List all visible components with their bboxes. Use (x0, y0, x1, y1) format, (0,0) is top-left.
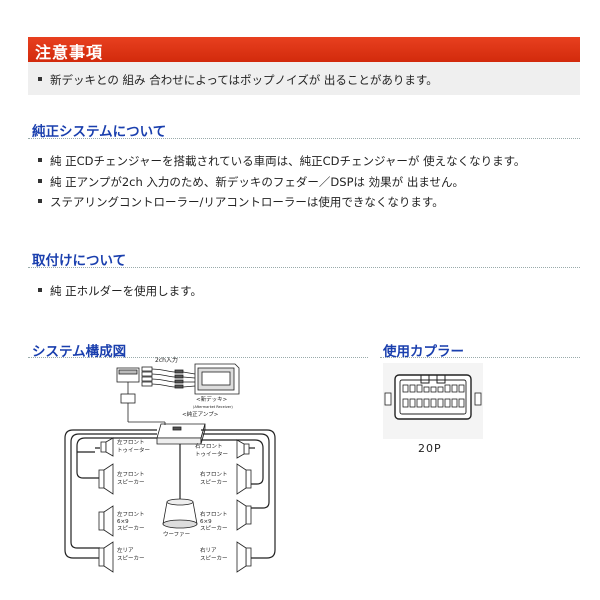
bullet-icon (38, 198, 42, 203)
list-item: ステアリングコントローラー/リアコントローラーは使用できなくなります。 (38, 194, 444, 210)
left-rear-speaker-icon (98, 541, 114, 573)
lf-tweeter-label-2: トゥイーター (117, 446, 150, 454)
bullet-icon (38, 157, 42, 162)
rr-speaker-label-1: 右リア (200, 546, 217, 554)
left-6x9-speaker-icon (98, 505, 114, 537)
genuine-system-item-text: 純 正CDチェンジャーを搭載されている車両は、純正CDチェンジャーが 使えなくな… (50, 154, 526, 168)
installation-title: 取付けについて (32, 253, 127, 269)
list-item: 純 正アンプが2ch 入力のため、新デッキのフェダー／DSPは 効果が 出ません… (38, 174, 464, 190)
bullet-icon (38, 287, 42, 292)
r-6x9-label-3: スピーカー (200, 525, 228, 532)
rf-speaker-label-2: スピーカー (200, 479, 228, 486)
l-6x9-label-1: 左フロント (117, 510, 145, 518)
woofer-icon (162, 498, 198, 529)
lr-speaker-label-2: スピーカー (117, 555, 145, 562)
right-6x9-speaker-icon (236, 499, 252, 531)
caution-title: 注意事項 (35, 43, 104, 62)
genuine-system-item-text: ステアリングコントローラー/リアコントローラーは使用できなくなります。 (50, 195, 444, 209)
genuine-system-item-text: 純 正アンプが2ch 入力のため、新デッキのフェダー／DSPは 効果が 出ません… (50, 175, 464, 189)
system-wiring-diagram: 2ch入力 <新デッキ> (Aftermarket Receiver) <純正ア… (64, 356, 276, 573)
section-divider (28, 357, 368, 358)
list-item: 新デッキとの 組み 合わせによってはポップノイズが 出ることがあります。 (38, 72, 438, 88)
bullet-icon (38, 178, 42, 183)
input-label: 2ch入力 (155, 356, 178, 364)
right-front-speaker-icon (236, 463, 252, 495)
genuine-system-title: 純正システムについて (32, 124, 167, 140)
rf-tweeter-label-1: 右フロント (195, 442, 223, 450)
woofer-label: ウーファー (163, 530, 190, 538)
left-front-speaker-icon (98, 463, 114, 495)
rr-speaker-label-2: スピーカー (200, 555, 228, 562)
system-diagram-title: システム構成図 (32, 344, 127, 360)
lr-speaker-label-1: 左リア (117, 546, 134, 554)
r-6x9-label-2: 6×9 (200, 519, 212, 525)
l-6x9-label-3: スピーカー (117, 525, 145, 532)
rf-tweeter-label-2: トゥイーター (195, 450, 228, 458)
rca-harness-icon (116, 366, 184, 414)
left-front-tweeter-icon (100, 437, 114, 457)
section-divider (380, 357, 580, 358)
list-item: 純 正ホルダーを使用します。 (38, 283, 202, 299)
r-6x9-label-1: 右フロント (200, 510, 228, 518)
right-rear-speaker-icon (236, 541, 252, 573)
coupler-20p-icon (383, 363, 483, 439)
installation-item-text: 純 正ホルダーを使用します。 (50, 284, 203, 298)
caution-header-bar: 注意事項 (28, 37, 580, 63)
rf-speaker-label-1: 右フロント (200, 470, 228, 478)
amplifier-icon (156, 423, 206, 445)
coupler-title: 使用カプラー (383, 344, 464, 360)
new-deck-icon (182, 363, 240, 395)
caution-notice-box: 新デッキとの 組み 合わせによってはポップノイズが 出ることがあります。 (28, 62, 580, 95)
lf-tweeter-label-1: 左フロント (117, 438, 145, 446)
lf-speaker-label-2: スピーカー (117, 479, 145, 486)
coupler-label: 20P (418, 442, 442, 455)
bullet-icon (38, 76, 42, 81)
section-divider (28, 267, 580, 268)
new-deck-sublabel: (Aftermarket Receiver) (193, 405, 233, 409)
lf-speaker-label-1: 左フロント (117, 470, 145, 478)
amp-label: <純正アンプ> (182, 410, 219, 418)
right-front-tweeter-icon (236, 439, 250, 459)
caution-item-text: 新デッキとの 組み 合わせによってはポップノイズが 出ることがあります。 (50, 73, 438, 87)
section-divider (28, 138, 580, 139)
list-item: 純 正CDチェンジャーを搭載されている車両は、純正CDチェンジャーが 使えなくな… (38, 153, 525, 169)
l-6x9-label-2: 6×9 (117, 519, 129, 525)
new-deck-label: <新デッキ> (196, 395, 228, 403)
